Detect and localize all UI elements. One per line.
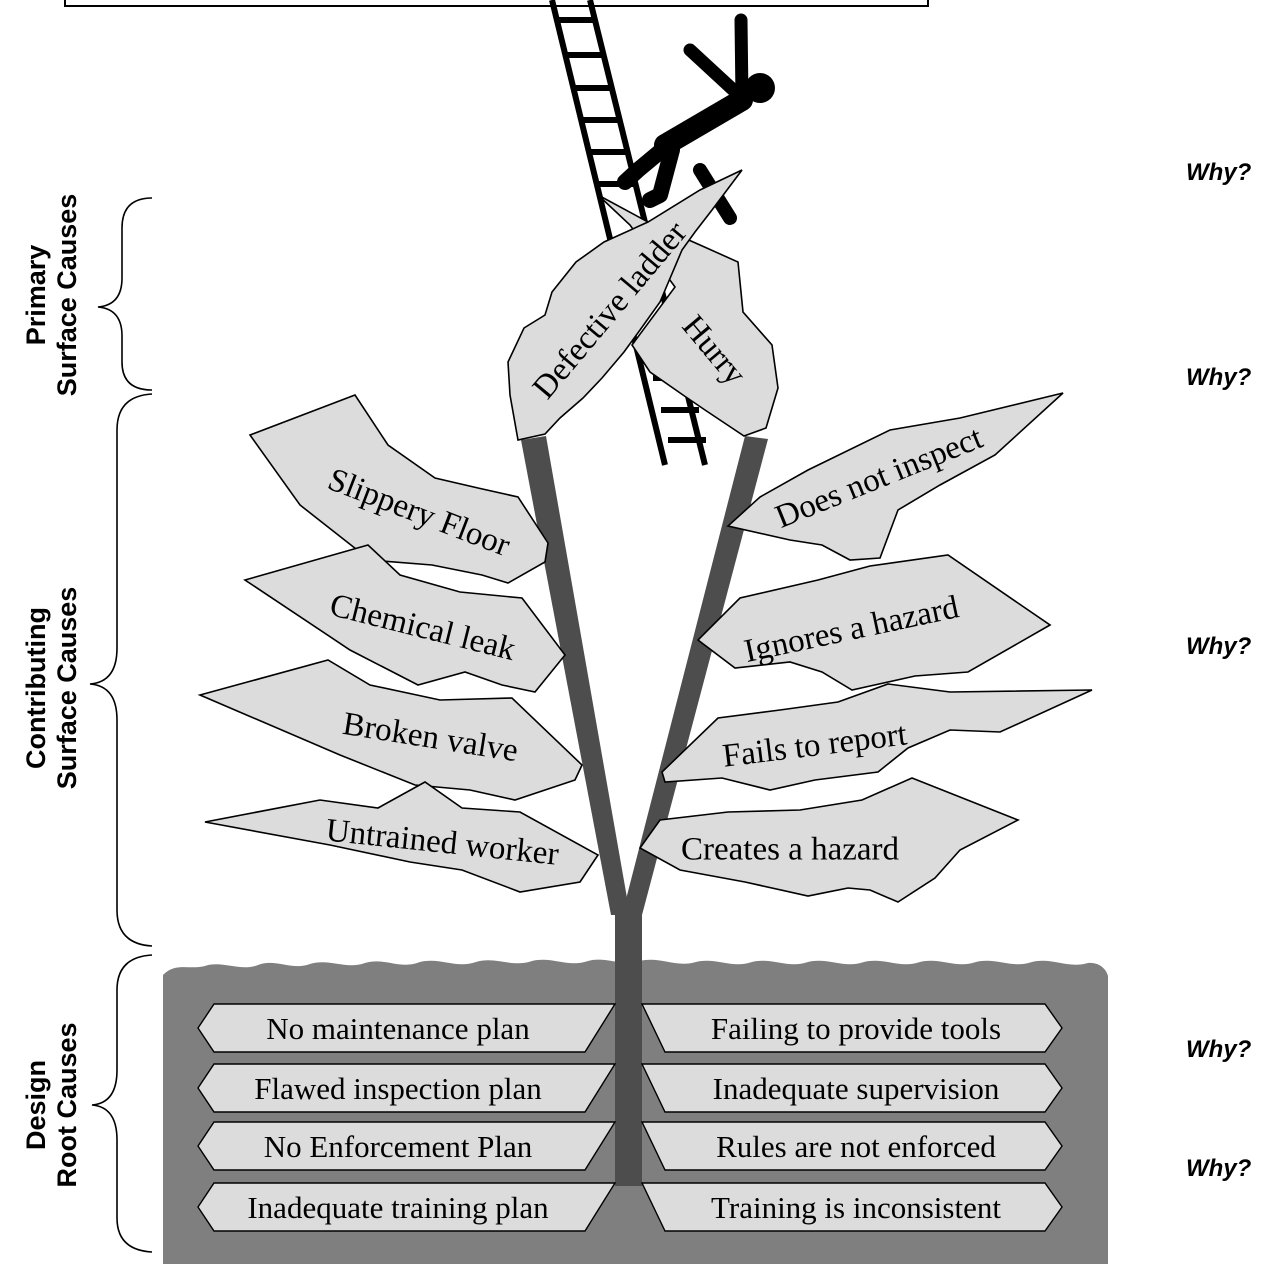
root-box-shape — [640, 1003, 1063, 1053]
leaf-slippery-floor: Slippery Floor — [248, 394, 549, 584]
design-label-line2: Root Causes — [52, 1022, 82, 1187]
top-box-fragment — [64, 0, 929, 7]
leaf-hurry: Hurry — [597, 194, 779, 437]
root-cause-right-box: Failing to provide tools — [640, 1003, 1063, 1053]
leaf-arrow-shape — [243, 544, 567, 693]
side-braces — [89, 197, 153, 1253]
root-box-shape — [640, 1063, 1063, 1113]
leaf-creates-a-hazard: Creates a hazard — [638, 777, 1020, 903]
leaf-arrow-shape — [204, 781, 600, 893]
root-box-shape — [197, 1003, 617, 1053]
leaf-arrow-shape — [661, 683, 1093, 791]
root-box-shape — [640, 1182, 1063, 1232]
root-cause-label: No Enforcement Plan — [264, 1129, 533, 1164]
contributing-label-line1: Contributing — [21, 607, 51, 769]
why-label: Why? — [1186, 1155, 1252, 1182]
leaf-arrow-shape — [507, 169, 743, 441]
leaf-arrow-shape — [638, 777, 1020, 903]
leaf-untrained-worker: Untrained worker — [204, 781, 600, 893]
root-cause-label: Failing to provide tools — [711, 1011, 1001, 1046]
root-cause-left-box: No Enforcement Plan — [197, 1121, 617, 1171]
root-cause-left-box: Inadequate training plan — [197, 1182, 617, 1232]
roots-layer: No maintenance plan Failing to provide to… — [197, 1003, 1063, 1232]
why-label: Why? — [1186, 1036, 1252, 1063]
root-cause-right-box: Training is inconsistent — [640, 1182, 1063, 1232]
falling-person-icon — [617, 13, 775, 225]
root-cause-label: No maintenance plan — [266, 1011, 530, 1046]
root-box-shape — [640, 1121, 1063, 1171]
root-cause-label: Inadequate training plan — [247, 1190, 549, 1225]
leaf-broken-valve: Broken valve — [197, 659, 583, 801]
why-label: Why? — [1186, 633, 1252, 660]
root-cause-label: Flawed inspection plan — [254, 1071, 542, 1106]
root-cause-right-box: Inadequate supervision — [640, 1063, 1063, 1113]
leaf-fails-to-report: Fails to report — [661, 683, 1093, 791]
leaf-chemical-leak: Chemical leak — [243, 544, 567, 693]
root-cause-label: Training is inconsistent — [711, 1190, 1001, 1225]
why-label: Why? — [1186, 364, 1252, 391]
leaf-arrow-shape — [197, 659, 583, 801]
primary-label-line1: Primary — [21, 245, 51, 346]
root-cause-label: Inadequate supervision — [713, 1071, 1000, 1106]
root-cause-left-box: Flawed inspection plan — [197, 1063, 617, 1113]
root-cause-right-box: Rules are not enforced — [640, 1121, 1063, 1171]
root-cause-left-box: No maintenance plan — [197, 1003, 617, 1053]
design-label-line1: Design — [21, 1060, 51, 1150]
root-box-shape — [197, 1182, 617, 1232]
leaf-does-not-inspect: Does not inspect — [726, 392, 1064, 561]
leaf-arrow-shape — [726, 392, 1064, 561]
root-box-shape — [197, 1121, 617, 1171]
leaf-label: Creates a hazard — [681, 832, 900, 868]
leaf-arrow-shape — [696, 554, 1052, 691]
root-box-shape — [197, 1063, 617, 1113]
tree-trunk — [521, 436, 768, 1186]
primary-label-line2: Surface Causes — [52, 194, 82, 397]
why-label: Why? — [1186, 159, 1252, 186]
leaf-ignores-a-hazard: Ignores a hazard — [696, 554, 1052, 691]
contributing-label-line2: Surface Causes — [52, 587, 82, 790]
leaf-arrow-shape — [597, 194, 779, 437]
root-cause-label: Rules are not enforced — [716, 1129, 996, 1164]
